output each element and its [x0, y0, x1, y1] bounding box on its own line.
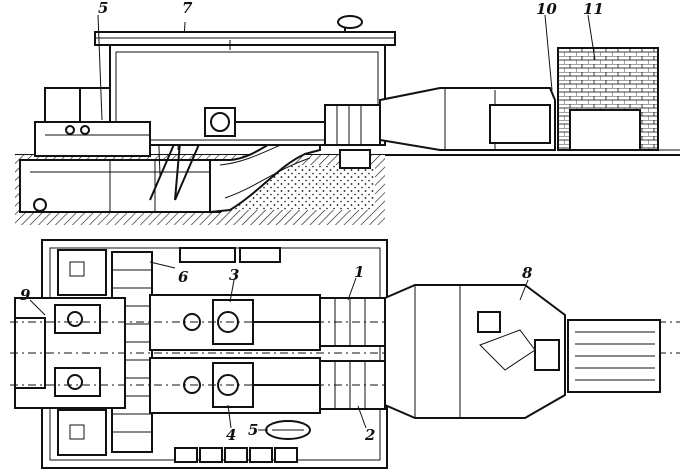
section-view	[15, 14, 680, 225]
label-7: 7	[182, 0, 193, 17]
pillar-bl	[69, 424, 85, 440]
label-3: 3	[229, 266, 239, 284]
engine-house-inner	[115, 51, 379, 141]
label-8: 8	[522, 264, 533, 282]
leader-3	[229, 279, 235, 303]
stack-opening	[569, 109, 641, 151]
leader-2	[357, 405, 367, 429]
label-2: 2	[364, 426, 375, 444]
filter-upper	[54, 304, 101, 334]
drain-circle	[33, 198, 47, 212]
coupling-icon	[210, 112, 230, 132]
label-11: 11	[583, 0, 604, 18]
label-6: 6	[178, 268, 189, 286]
label-4: 4	[226, 426, 236, 444]
intake-duct	[19, 159, 221, 213]
label-10: 10	[536, 0, 557, 18]
label-1: 1	[354, 263, 364, 281]
label-5-top: 5	[98, 0, 108, 17]
callout-labels: 5 7 10 11 1 2 3 4 5 6 8 9	[20, 0, 604, 444]
leader-10	[544, 14, 553, 91]
leader-11	[587, 14, 596, 61]
leader-1	[347, 277, 357, 301]
damper-box	[477, 311, 501, 333]
diffuser	[489, 104, 551, 144]
support-block	[339, 149, 371, 169]
vent-cap	[337, 15, 363, 29]
label-5-bottom: 5	[248, 421, 258, 439]
leader-6	[149, 261, 176, 269]
strut-3	[174, 141, 201, 201]
top-panel-2	[239, 247, 281, 263]
strut-2	[174, 141, 181, 201]
filter-lower	[54, 367, 101, 397]
filter-lower-icon	[67, 374, 83, 390]
leader-5	[97, 14, 103, 121]
plan-view	[10, 239, 680, 469]
leader-9	[29, 299, 46, 316]
bottom-panels	[174, 447, 298, 463]
label-9: 9	[20, 286, 31, 304]
leader-4	[227, 404, 232, 429]
filter-upper-icon	[67, 311, 83, 327]
damper-actuator	[534, 339, 560, 371]
corner-room-bl	[57, 409, 107, 456]
strut-1	[149, 141, 176, 201]
leader-8	[519, 279, 529, 301]
valve-2	[80, 125, 90, 135]
stack-plan-grid	[575, 331, 655, 381]
pillar-tl	[69, 261, 85, 277]
valve-1	[65, 125, 75, 135]
elbow-inner-2	[224, 157, 311, 199]
corner-room-tl	[57, 249, 107, 296]
equipment-base	[34, 121, 151, 157]
compressor-rings	[324, 104, 381, 146]
top-panel-1	[179, 247, 236, 263]
exhaust-plan	[384, 284, 566, 419]
